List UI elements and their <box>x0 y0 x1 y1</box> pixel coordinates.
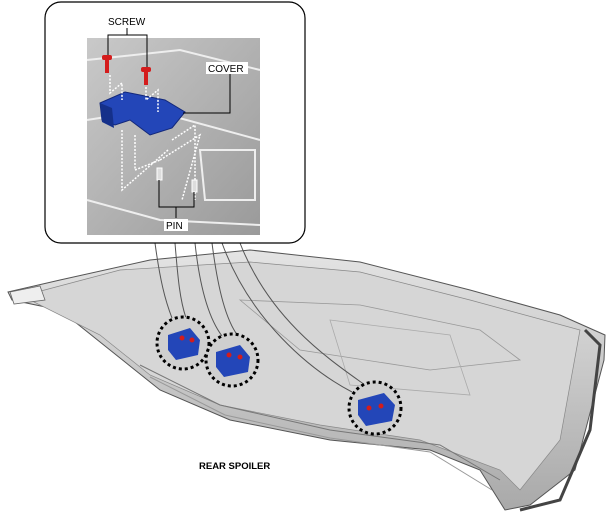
rear-spoiler-label: REAR SPOILER <box>199 461 270 472</box>
detail-callout: SCREW COVER PIN <box>44 1 306 244</box>
screw-label: SCREW <box>108 17 146 28</box>
guide-lines <box>109 75 202 201</box>
cover-location-2 <box>204 332 260 388</box>
cover-location-1 <box>155 315 211 371</box>
rear-spoiler-panel <box>7 249 606 512</box>
pin-label: PIN <box>166 221 183 232</box>
cover-location-3 <box>347 380 403 436</box>
screw-parts <box>102 55 151 85</box>
callout-leaders <box>154 242 366 393</box>
cover-label: COVER <box>208 64 244 75</box>
